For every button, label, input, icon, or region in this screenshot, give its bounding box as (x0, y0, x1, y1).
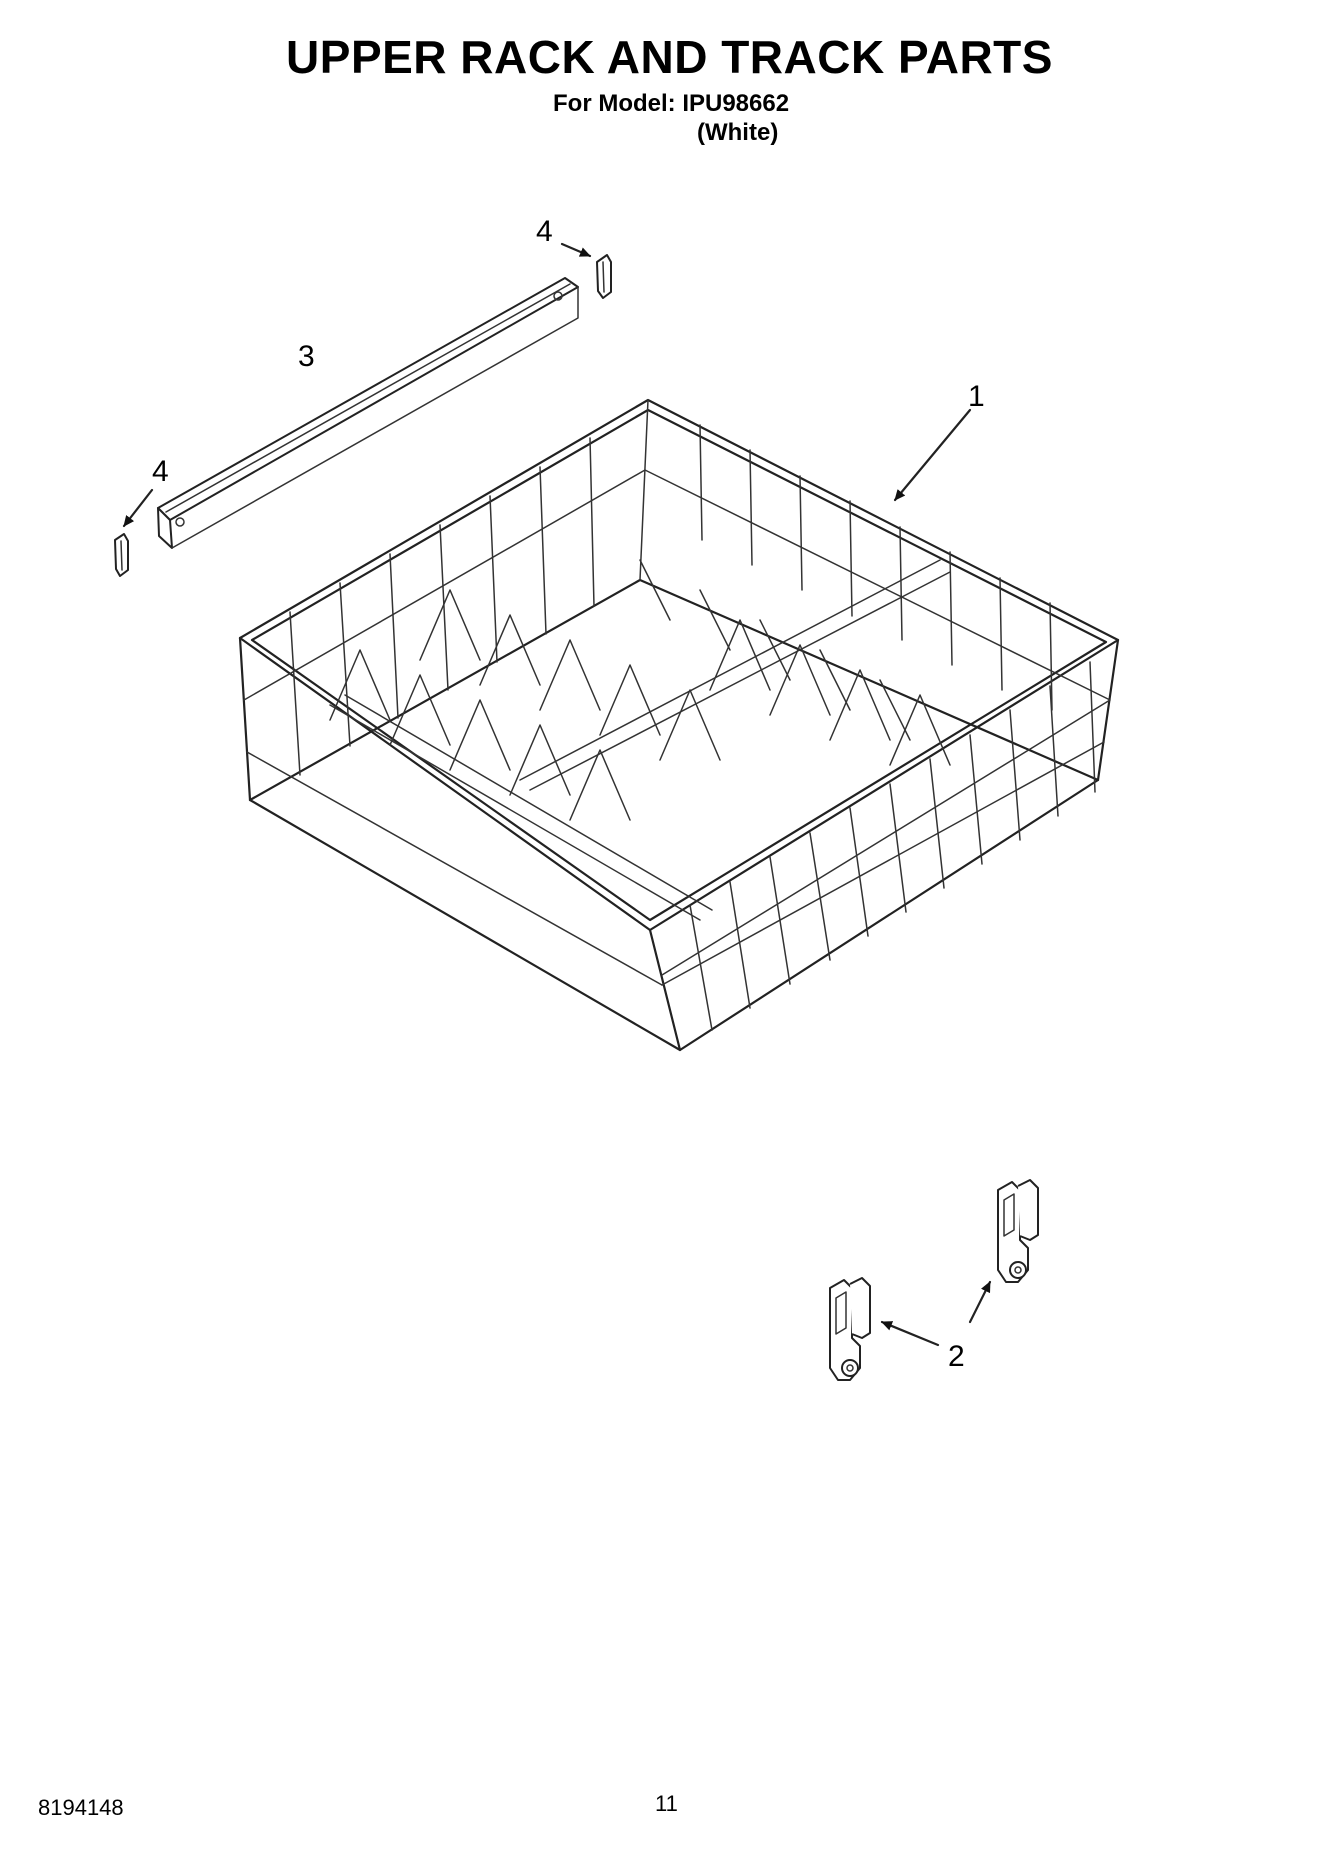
track-rail-part (157, 277, 579, 549)
callout-end-cap-top: 4 (536, 215, 553, 248)
callout-rack: 1 (968, 380, 985, 413)
rack-adjuster-part-right (997, 1179, 1039, 1283)
leader-arrow-adjuster-right (968, 1280, 992, 1324)
callout-adjuster: 2 (948, 1340, 965, 1373)
leader-arrow-end-cap-left (122, 488, 154, 528)
upper-rack-part (238, 398, 1120, 1052)
end-cap-part-left (114, 533, 129, 577)
page-number: 11 (655, 1791, 678, 1816)
callout-end-cap-left: 4 (152, 455, 169, 488)
leader-arrow-rack (893, 408, 972, 502)
document-number: 8194148 (38, 1795, 124, 1820)
model-number: For Model: IPU98662 (553, 90, 790, 117)
callout-track: 3 (298, 340, 315, 373)
leader-arrow-end-cap-top (560, 242, 592, 258)
model-variant: (White) (697, 119, 779, 146)
leader-arrow-adjuster-left (880, 1320, 940, 1347)
page-title: UPPER RACK AND TRACK PARTS (286, 31, 1053, 83)
end-cap-part-top (596, 254, 612, 299)
rack-adjuster-part-left (829, 1277, 871, 1381)
